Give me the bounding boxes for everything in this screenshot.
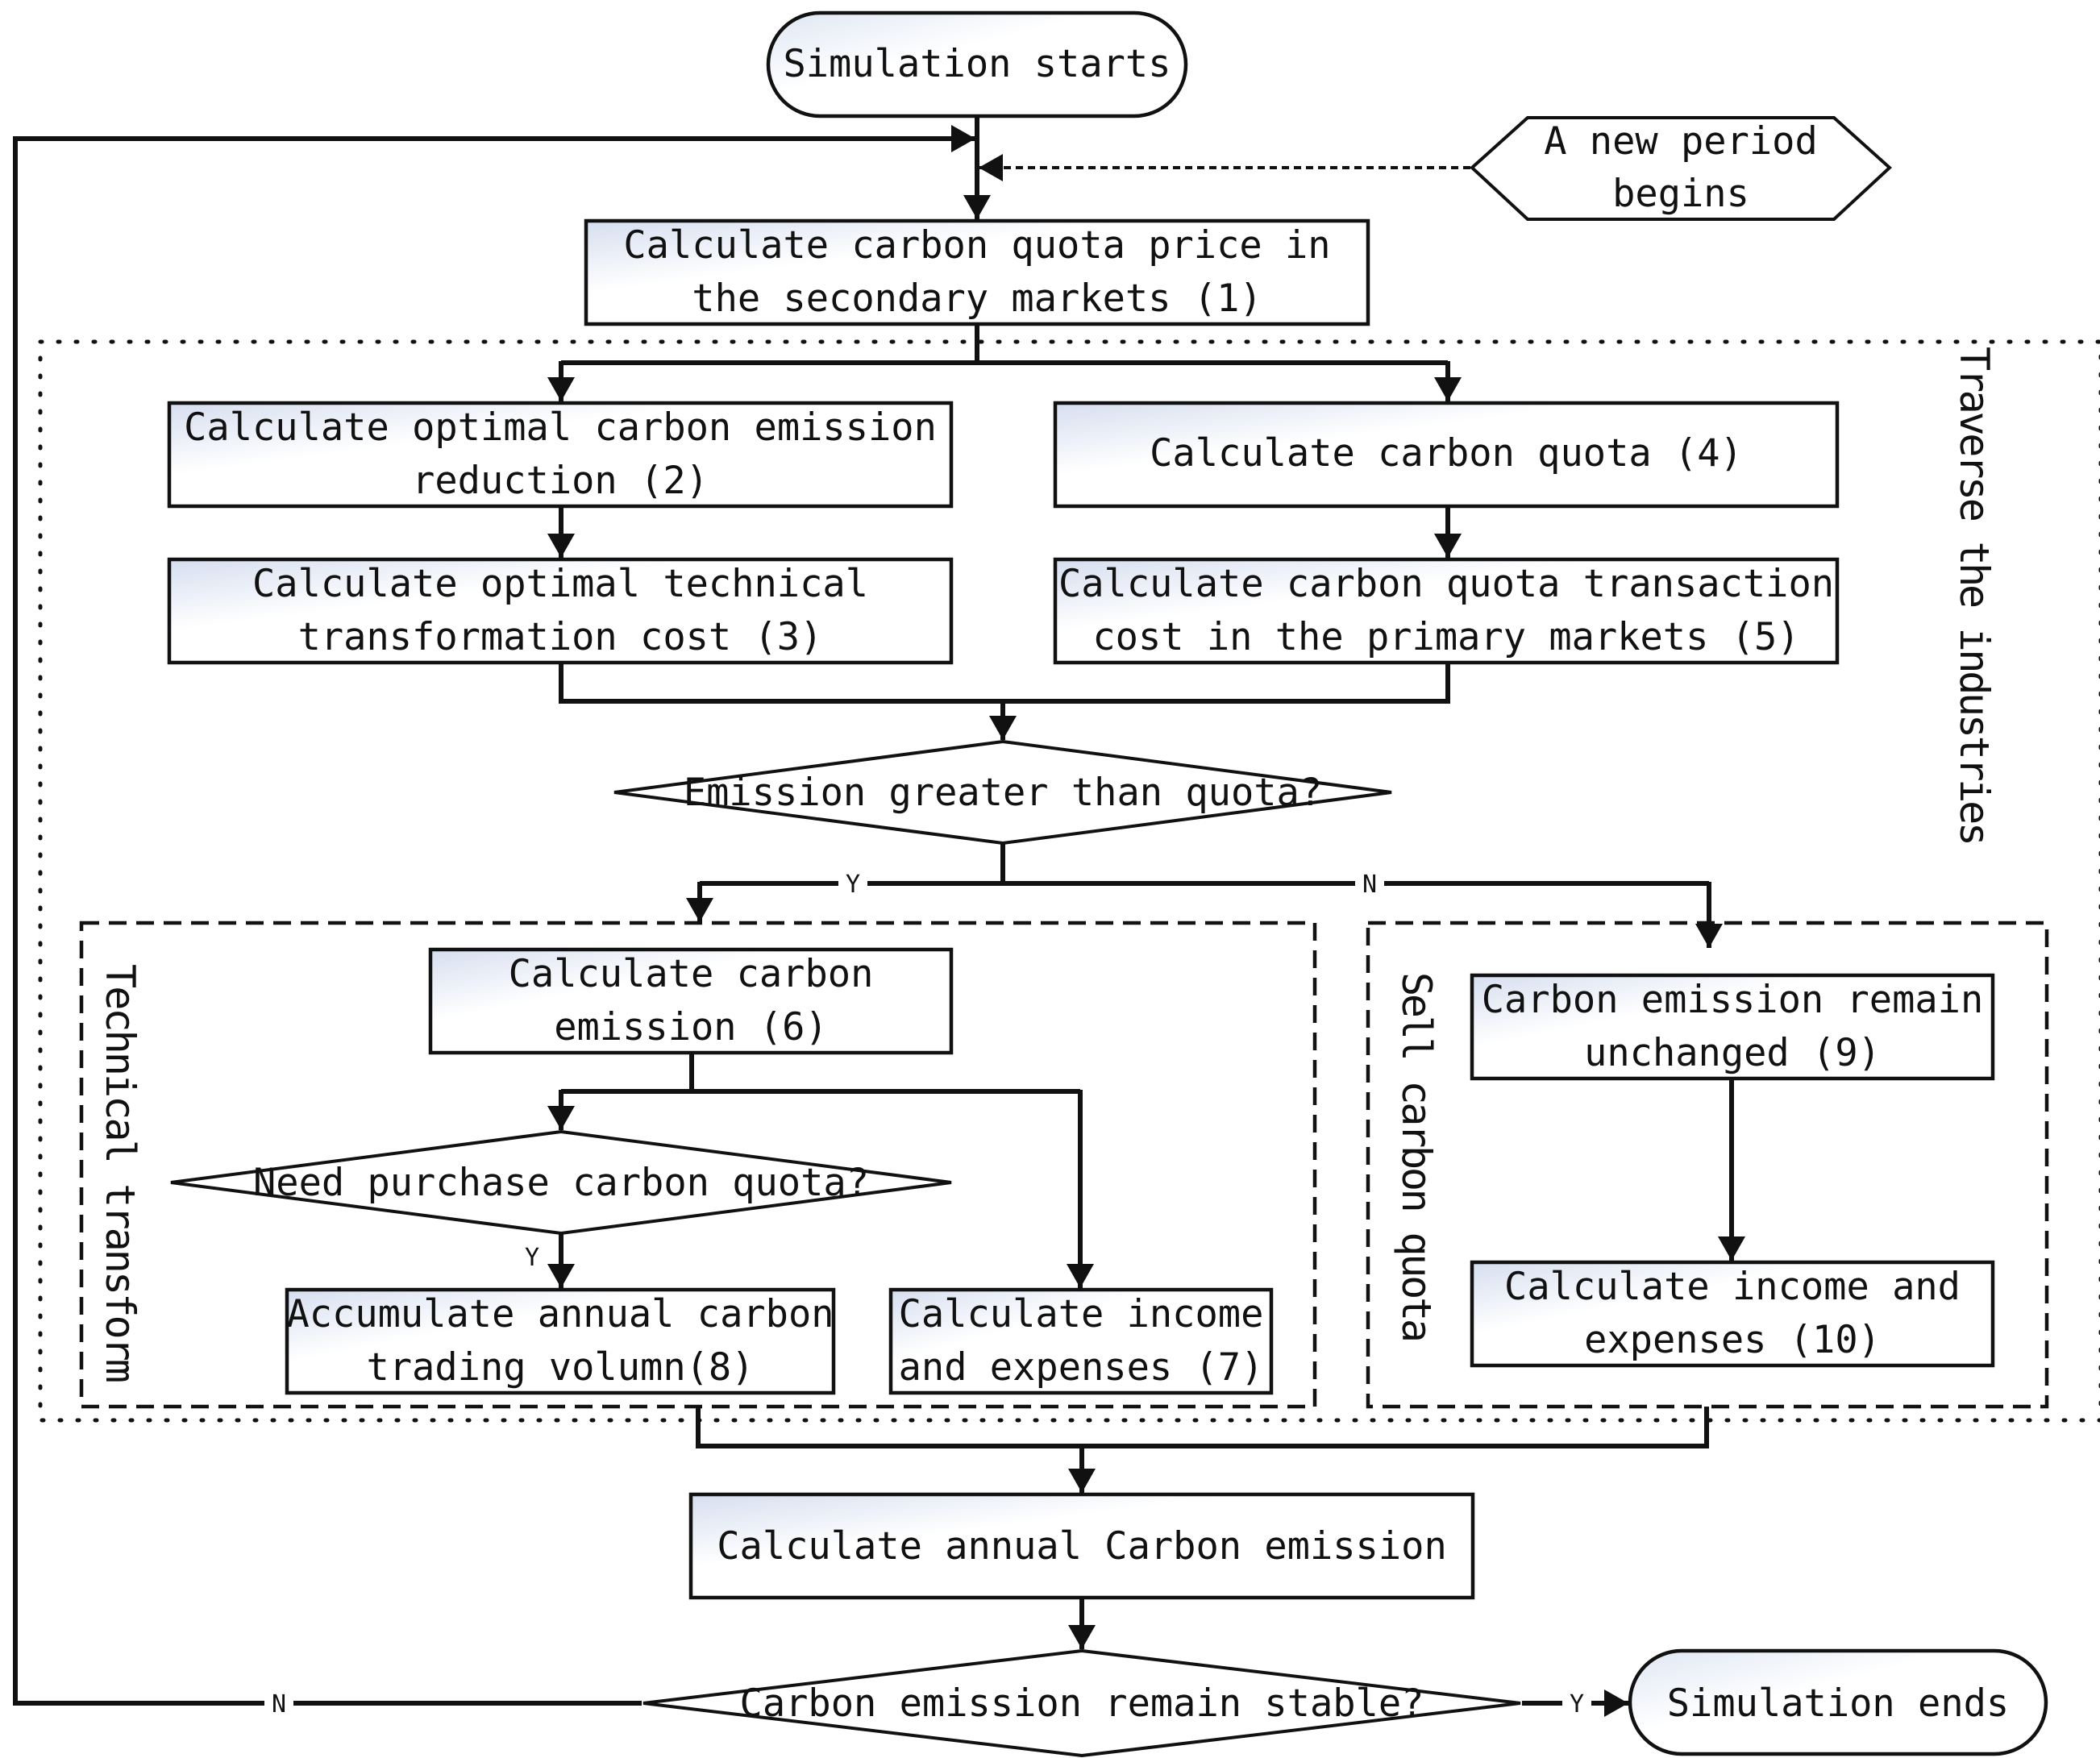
- simulation-start-terminal: Simulation starts: [766, 10, 1188, 118]
- svg-text:A new period: A new period: [1544, 119, 1818, 164]
- decision-need-purchase-quota: Need purchase carbon quota?: [170, 1129, 952, 1236]
- svg-text:Calculate income and: Calculate income and: [1504, 1265, 1961, 1309]
- simulation-end-terminal: Simulation ends: [1628, 1648, 2048, 1756]
- step-5-primary-market-cost-box: Calculate carbon quota transaction cost …: [1053, 557, 1840, 665]
- svg-text:Simulation ends: Simulation ends: [1667, 1681, 2009, 1726]
- svg-text:Calculate optimal carbon emiss: Calculate optimal carbon emission: [184, 405, 937, 450]
- decision-emission-stable: Carbon emission remain stable?: [642, 1648, 1521, 1758]
- step-10-income-expenses-box: Calculate income and expenses (10): [1470, 1260, 1995, 1368]
- no-label-3: N: [272, 1690, 286, 1719]
- svg-text:Calculate carbon quota transac: Calculate carbon quota transaction: [1058, 562, 1834, 606]
- step-4-carbon-quota-box: Calculate carbon quota (4): [1053, 401, 1840, 509]
- yes-label-1: Y: [846, 871, 860, 899]
- svg-text:reduction (2): reduction (2): [412, 459, 709, 503]
- decision-emission-greater-than-quota: Emission greater than quota?: [613, 739, 1392, 846]
- svg-text:Calculate carbon quota (4): Calculate carbon quota (4): [1150, 431, 1743, 476]
- svg-text:Carbon emission remain: Carbon emission remain: [1482, 978, 1984, 1022]
- sell-carbon-quota-label: Sell carbon quota: [1393, 972, 1440, 1343]
- svg-text:emission (6): emission (6): [554, 1005, 828, 1049]
- svg-text:Simulation starts: Simulation starts: [783, 42, 1171, 86]
- svg-text:Calculate carbon: Calculate carbon: [509, 952, 874, 996]
- yes-label-2: Y: [525, 1244, 539, 1272]
- new-period-hexagon: A new period begins: [1470, 116, 1892, 221]
- svg-text:Calculate optimal technical: Calculate optimal technical: [252, 562, 868, 606]
- traverse-industries-group: [38, 339, 2100, 1423]
- no-label-1: N: [1362, 871, 1377, 899]
- svg-text:expenses (10): expenses (10): [1584, 1318, 1881, 1362]
- annual-carbon-emission-box: Calculate annual Carbon emission: [688, 1492, 1475, 1600]
- step-9-emission-unchanged-box: Carbon emission remain unchanged (9): [1470, 973, 1995, 1081]
- svg-text:Calculate carbon quota price i: Calculate carbon quota price in: [623, 223, 1330, 268]
- svg-text:Emission greater than quota?: Emission greater than quota?: [684, 771, 1322, 815]
- step-2-optimal-reduction-box: Calculate optimal carbon emission reduct…: [167, 401, 954, 509]
- connectors: [13, 118, 1745, 1717]
- step-8-accumulate-trading-box: Accumulate annual carbon trading volumn(…: [285, 1287, 836, 1395]
- technical-transform-label: Technical transform: [97, 964, 143, 1383]
- svg-text:Calculate income: Calculate income: [899, 1292, 1264, 1336]
- svg-text:trading volumn(8): trading volumn(8): [366, 1345, 754, 1390]
- step-7-income-expenses-box: Calculate income and expenses (7): [888, 1287, 1274, 1395]
- svg-text:the secondary markets (1): the secondary markets (1): [692, 276, 1262, 321]
- step-3-technical-cost-box: Calculate optimal technical transformati…: [167, 557, 954, 665]
- svg-text:Accumulate annual carbon: Accumulate annual carbon: [286, 1292, 834, 1336]
- svg-text:begins: begins: [1612, 172, 1749, 216]
- svg-text:transformation cost (3): transformation cost (3): [298, 615, 823, 659]
- svg-text:unchanged (9): unchanged (9): [1584, 1031, 1881, 1075]
- svg-text:cost in the primary markets (5: cost in the primary markets (5): [1092, 615, 1799, 659]
- step-6-carbon-emission-box: Calculate carbon emission (6): [428, 947, 954, 1055]
- svg-text:Calculate annual Carbon emissi: Calculate annual Carbon emission: [717, 1524, 1446, 1569]
- step-1-secondary-market-price-box: Calculate carbon quota price in the seco…: [584, 218, 1370, 326]
- svg-text:Carbon emission remain stable?: Carbon emission remain stable?: [740, 1681, 1424, 1726]
- traverse-industries-label: Traverse the industries: [1951, 347, 1998, 846]
- svg-text:Need purchase carbon quota?: Need purchase carbon quota?: [253, 1161, 869, 1205]
- yes-label-3: Y: [1570, 1690, 1584, 1719]
- svg-text:and expenses (7): and expenses (7): [899, 1345, 1264, 1390]
